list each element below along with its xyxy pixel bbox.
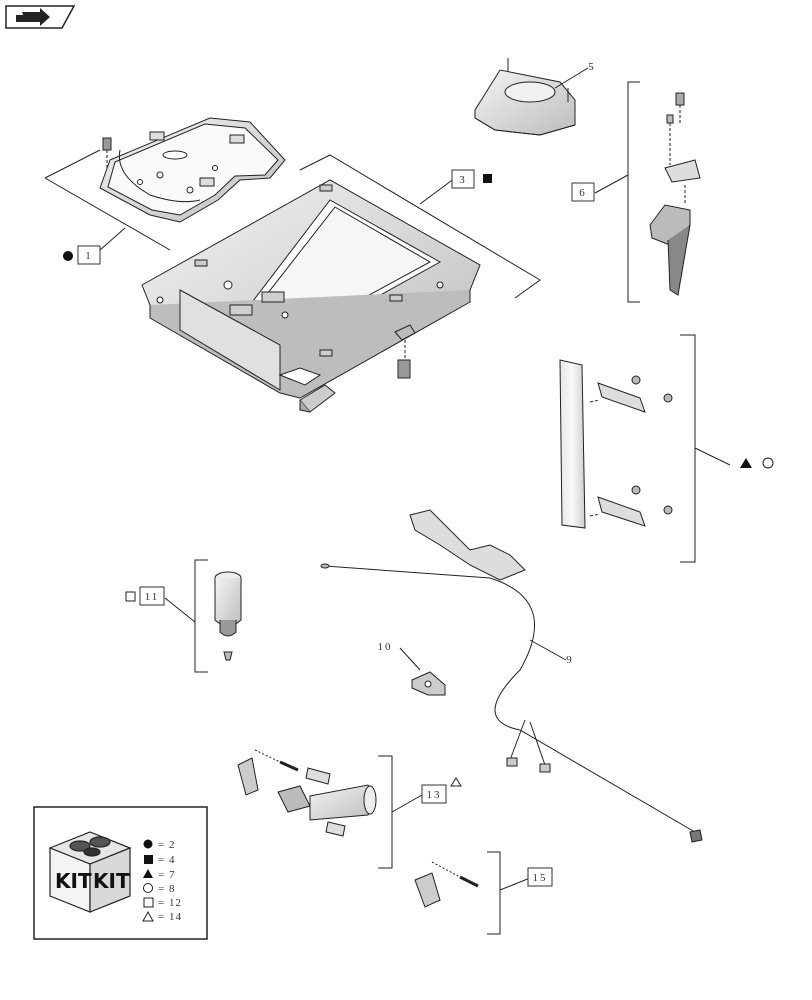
legend-entry: = 14 bbox=[158, 911, 182, 923]
callout-3[interactable]: 3 bbox=[451, 169, 492, 189]
open-square-symbol bbox=[125, 591, 136, 602]
bracket-line bbox=[299, 154, 541, 299]
legend-entry: = 8 bbox=[158, 883, 175, 895]
callout-11[interactable]: 11 bbox=[139, 586, 165, 606]
bracket-line bbox=[487, 851, 531, 935]
part-11-damper bbox=[214, 571, 242, 661]
filled-triangle-symbol bbox=[740, 458, 752, 468]
kit-legend: KIT KIT = 2 = 4 = 7 = 8 = 12 = 14 bbox=[33, 806, 208, 940]
part-9-cable-harness bbox=[320, 509, 703, 843]
next-page-button[interactable] bbox=[5, 5, 76, 29]
part-3-seat-base-frame bbox=[141, 179, 481, 399]
callout-label: 13 bbox=[427, 789, 442, 801]
callout-6[interactable]: 6 bbox=[571, 182, 595, 202]
callout-label: 1 bbox=[85, 250, 93, 262]
leader-line bbox=[554, 67, 589, 89]
callout-13[interactable]: 13 bbox=[421, 784, 447, 804]
leader-line bbox=[419, 177, 456, 205]
strap-kit-symbols bbox=[740, 457, 774, 469]
callout-label: 9 bbox=[566, 654, 574, 666]
part-1-mounting-plate bbox=[99, 117, 286, 223]
bracket-line bbox=[378, 755, 423, 869]
bracket-line bbox=[164, 559, 208, 673]
part-10-clip bbox=[411, 671, 446, 696]
bracket-line bbox=[680, 334, 731, 563]
part-6-lever-assembly bbox=[649, 92, 701, 296]
strap-assembly bbox=[559, 359, 673, 529]
frame-bolt bbox=[394, 324, 416, 379]
open-square-symbol bbox=[143, 897, 154, 908]
filled-circle-symbol bbox=[63, 251, 73, 261]
next-arrow-icon bbox=[16, 8, 50, 26]
part-5-support-block bbox=[474, 58, 576, 136]
part-15-spring-clip bbox=[414, 861, 479, 908]
callout-10[interactable]: 10 bbox=[378, 641, 393, 653]
kit-box-icon: KIT KIT bbox=[48, 831, 132, 913]
filled-square-symbol bbox=[483, 174, 492, 183]
leader-line bbox=[529, 639, 567, 661]
kit-legend-list: = 2 = 4 = 7 = 8 = 12 = 14 bbox=[142, 839, 182, 923]
kit-label-left: KIT bbox=[55, 869, 92, 893]
callout-label: 15 bbox=[533, 872, 548, 884]
filled-circle-symbol bbox=[143, 839, 153, 849]
callout-5[interactable]: 5 bbox=[588, 61, 596, 73]
bracket-line bbox=[44, 177, 171, 251]
callout-9[interactable]: 9 bbox=[566, 654, 574, 666]
bracket-line bbox=[44, 149, 101, 179]
filled-square-symbol bbox=[144, 855, 153, 864]
callout-label: 3 bbox=[459, 174, 467, 186]
bracket-line bbox=[594, 81, 640, 303]
legend-entry: = 2 bbox=[158, 839, 175, 851]
callout-15[interactable]: 15 bbox=[527, 867, 553, 887]
open-circle-symbol bbox=[762, 457, 774, 469]
callout-label: 11 bbox=[145, 591, 160, 603]
legend-entry: = 12 bbox=[158, 897, 182, 909]
legend-entry: = 7 bbox=[158, 869, 175, 881]
part-13-actuator-assembly bbox=[237, 749, 377, 837]
filled-triangle-symbol bbox=[143, 869, 153, 878]
frame-foot bbox=[299, 384, 336, 413]
leader-line bbox=[99, 227, 126, 251]
open-triangle-symbol bbox=[450, 777, 462, 787]
leader-line bbox=[399, 647, 421, 671]
legend-entry: = 4 bbox=[158, 854, 175, 866]
callout-1[interactable]: 1 bbox=[63, 245, 101, 265]
callout-label: 10 bbox=[378, 641, 393, 653]
callout-label: 5 bbox=[588, 61, 596, 73]
open-circle-symbol bbox=[143, 883, 153, 893]
callout-label: 6 bbox=[579, 187, 587, 199]
open-triangle-symbol bbox=[142, 910, 154, 922]
kit-label-right: KIT bbox=[93, 869, 130, 893]
